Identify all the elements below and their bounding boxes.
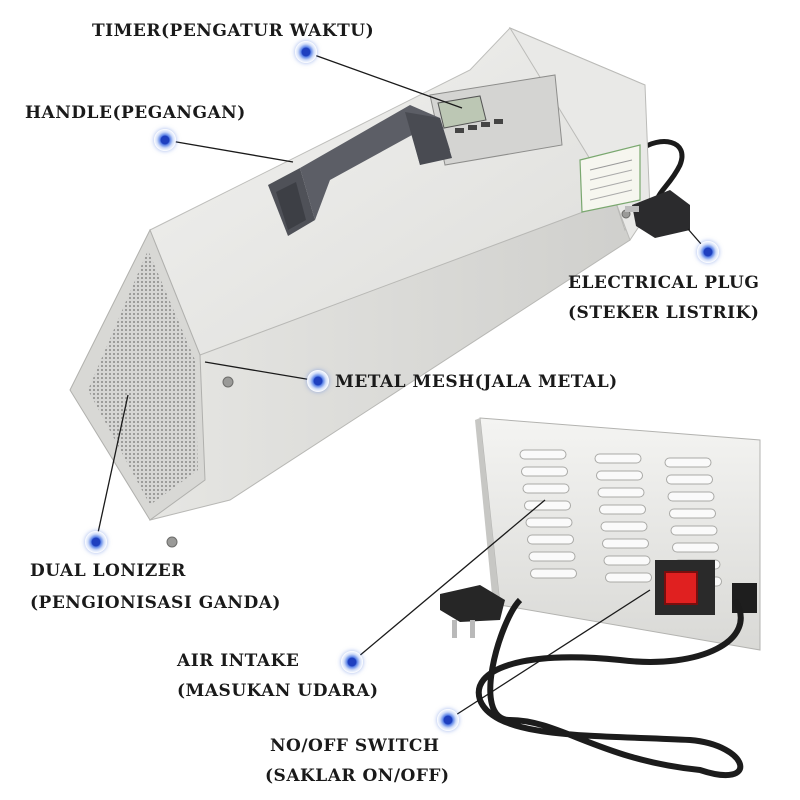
vent-slot (667, 491, 715, 502)
screw (222, 376, 234, 388)
vent-slot (596, 470, 643, 481)
vent-slot (599, 504, 646, 515)
callout-leaders (95, 51, 709, 721)
handle-label: HANDLE(PEGANGAN) (25, 103, 246, 123)
intake-label: AIR INTAKE (177, 651, 300, 671)
metal-mesh (88, 250, 198, 505)
mesh-callout-dot (307, 370, 329, 392)
vent-slot (521, 466, 568, 477)
ionizer-label: DUAL LONIZER (30, 561, 186, 581)
spec-sticker (579, 144, 641, 213)
on-off-switch (664, 571, 698, 605)
plug-callout-dot (697, 241, 719, 263)
handle (268, 105, 452, 236)
vent-slot (530, 568, 577, 579)
switch-callout-dot (437, 709, 459, 731)
plug-label: ELECTRICAL PLUG (568, 273, 760, 293)
vent-slot (525, 517, 573, 528)
vent-slot (605, 572, 652, 583)
vent-slot (597, 487, 645, 498)
vent-slot (519, 449, 567, 460)
timer-callout-dot (295, 41, 317, 63)
vent-slot (666, 474, 713, 485)
inset-back-panel (440, 417, 761, 778)
ozone-generator-body (69, 26, 651, 548)
switch-label: NO/OFF SWITCH (270, 736, 440, 756)
inset-plug (440, 585, 505, 638)
switch-sublabel: (SAKLAR ON/OFF) (265, 766, 450, 786)
handle-callout-dot (154, 129, 176, 151)
timer-device (429, 74, 563, 166)
vent-slot (672, 542, 719, 553)
electrical-plug (625, 190, 690, 238)
vent-slot (594, 453, 642, 464)
vent-slot (528, 551, 576, 562)
plug-sublabel: (STEKER LISTRIK) (568, 303, 760, 323)
vent-slot (670, 525, 718, 536)
vent-slot (603, 555, 651, 566)
vent-slot (664, 457, 712, 468)
ionizer-sublabel: (PENGIONISASI GANDA) (30, 593, 281, 613)
intake-sublabel: (MASUKAN UDARA) (177, 681, 379, 701)
vent-slot (527, 534, 574, 545)
vent-slot (602, 538, 649, 549)
mesh-label: METAL MESH(JALA METAL) (335, 372, 618, 392)
ionizer-callout-dot (85, 531, 107, 553)
vent-slot (669, 508, 716, 519)
screw (166, 536, 178, 548)
intake-callout-dot (341, 651, 363, 673)
vent-slot (522, 483, 570, 494)
vent-slot (524, 500, 571, 511)
vent-slot (600, 521, 648, 532)
timer-label: TIMER(PENGATUR WAKTU) (92, 21, 375, 41)
